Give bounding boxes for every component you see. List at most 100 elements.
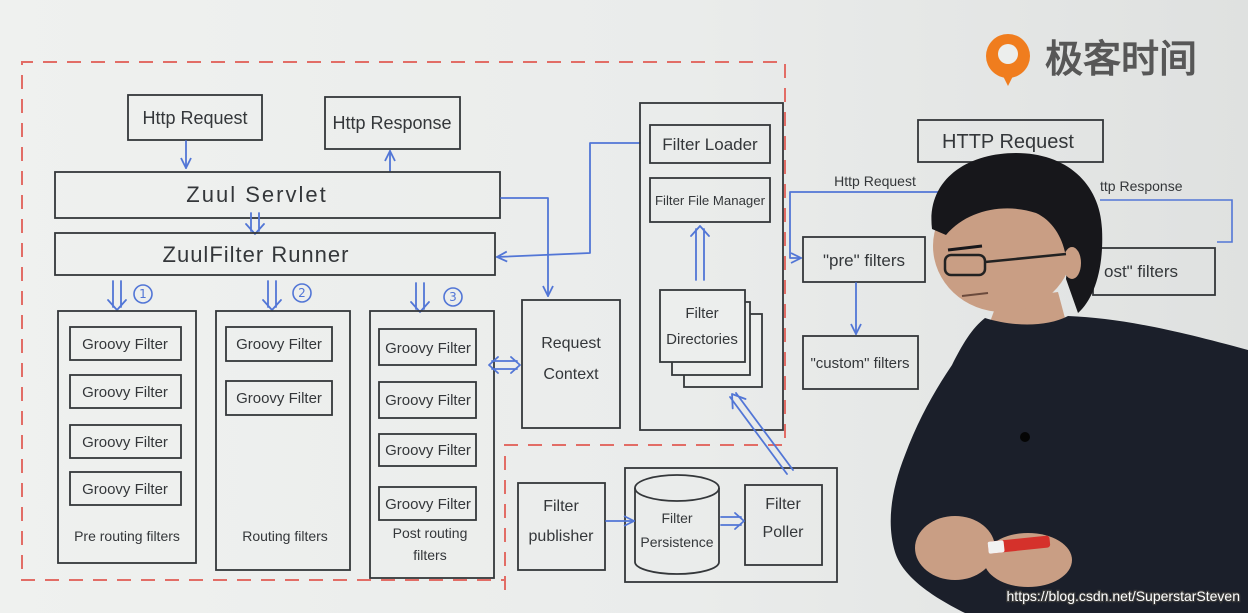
groovy-filter-box xyxy=(378,381,477,419)
filter-directories-label-line-2: Directories xyxy=(666,331,738,348)
groovy-filter-label: Groovy Filter xyxy=(82,384,168,401)
groovy-filter-label: Groovy Filter xyxy=(82,336,168,353)
double-arrow-persistence-to-poller xyxy=(720,512,745,530)
filter-publisher-box xyxy=(517,482,606,571)
http-response-label: Http Response xyxy=(332,113,451,133)
double-arrow-servlet-to-runner xyxy=(245,212,265,235)
request-context-box xyxy=(521,299,621,429)
groovy-filter-label: Groovy Filter xyxy=(236,390,322,407)
step-3-number: 3 xyxy=(449,290,457,304)
custom-filters-box xyxy=(802,335,919,390)
routing-stage: Groovy Filter Groovy Filter Routing filt… xyxy=(215,310,351,571)
http-request-arrow-label: Http Request xyxy=(834,173,916,189)
filter-publisher-label-line-1: Filter xyxy=(543,498,579,515)
presenter-ear xyxy=(1063,247,1081,279)
arrow-servlet-to-context xyxy=(500,197,548,296)
step-2-circle xyxy=(292,283,312,303)
groovy-filter-label: Groovy Filter xyxy=(385,392,471,409)
filter-poller-label-line-1: Filter xyxy=(765,496,801,513)
geektime-logo: 极客时间 xyxy=(986,34,1197,86)
groovy-filter-label: Groovy Filter xyxy=(385,442,471,459)
zuul-servlet-node: Zuul Servlet xyxy=(54,171,501,219)
pre-routing-caption: Pre routing filters xyxy=(74,528,180,544)
presenter-hair xyxy=(931,153,1103,313)
zuul-core-dashed-boundary xyxy=(21,61,786,590)
filter-loader-label: Filter Loader xyxy=(662,135,758,154)
request-lifecycle-diagram: HTTP Request Http Request "pre" filters … xyxy=(789,119,1233,390)
response-loop-line xyxy=(1100,199,1233,243)
source-watermark: https://blog.csdn.net/SuperstarSteven xyxy=(1007,588,1240,604)
request-context-label-line-1: Request xyxy=(541,335,601,352)
step-1-number: 1 xyxy=(139,287,147,301)
http-request-header-label: HTTP Request xyxy=(942,131,1074,153)
filter-poller-box xyxy=(744,484,823,566)
post-routing-caption-line-2: filters xyxy=(413,547,446,563)
double-arrow-step-2 xyxy=(262,280,282,311)
glasses-icon xyxy=(943,253,987,277)
marker-pen-icon xyxy=(987,535,1051,554)
double-arrow-directories-to-manager xyxy=(690,225,710,281)
groovy-filter-label: Groovy Filter xyxy=(82,434,168,451)
filter-persistence-label-line-1: Filter xyxy=(661,510,692,526)
glasses-temple xyxy=(984,252,1067,264)
routing-caption: Routing filters xyxy=(242,528,328,544)
filter-file-manager-label: Filter File Manager xyxy=(655,194,765,208)
step-3-circle xyxy=(443,287,463,307)
step-2-number: 2 xyxy=(298,286,306,300)
groovy-filter-label: Groovy Filter xyxy=(385,496,471,513)
filter-poller-node: Filter Poller xyxy=(744,484,823,566)
filter-loading-container xyxy=(639,102,784,431)
filter-directories-box xyxy=(659,289,746,363)
arrow-request-to-pre-filters xyxy=(789,191,941,258)
double-arrow-step-1 xyxy=(107,280,127,311)
zuulfilter-runner-node: ZuulFilter Runner xyxy=(54,232,496,276)
groovy-filter-box xyxy=(378,328,477,366)
http-request-node: Http Request xyxy=(127,94,263,141)
filter-persistence-node: Filter Persistence xyxy=(634,474,720,575)
groovy-filter-box xyxy=(69,471,182,506)
pre-filters-label: "pre" filters xyxy=(823,251,905,270)
geektime-logo-text: 极客时间 xyxy=(1045,37,1197,81)
filter-persistence-cylinder-top xyxy=(634,474,720,502)
routing-container xyxy=(215,310,351,571)
arrow-loader-to-runner xyxy=(497,142,641,257)
zuulfilter-runner-box xyxy=(54,232,496,276)
filter-publisher-label-line-2: publisher xyxy=(529,528,595,545)
double-arrow-step-3 xyxy=(410,282,430,313)
geektime-logo-icon-tail xyxy=(1000,70,1016,86)
groovy-filter-box xyxy=(69,326,182,361)
lapel-microphone-icon xyxy=(1020,432,1030,442)
groovy-filter-box xyxy=(225,326,333,362)
groovy-filter-label: Groovy Filter xyxy=(236,336,322,353)
groovy-filter-box xyxy=(378,486,477,521)
double-arrow-post-filters-context xyxy=(488,356,521,374)
groovy-filter-box xyxy=(225,380,333,416)
request-context-node: Request Context xyxy=(521,299,621,429)
geektime-logo-icon-hole xyxy=(998,44,1018,64)
filter-loader-box xyxy=(649,124,771,164)
http-response-box xyxy=(324,96,461,150)
presenter-mouth xyxy=(961,292,989,297)
filter-file-manager-box xyxy=(649,177,771,223)
custom-filters-label: "custom" filters xyxy=(810,355,909,372)
marker-pen-cap xyxy=(987,540,1005,554)
presenter-figure xyxy=(890,153,1248,613)
pre-routing-container xyxy=(57,310,197,564)
filter-persistence-cylinder-body xyxy=(634,488,720,575)
http-response-node: Http Response xyxy=(324,96,461,150)
http-request-label: Http Request xyxy=(142,108,247,128)
filter-loading-panel: Filter Loader Filter File Manager Filter… xyxy=(639,102,784,431)
step-1-circle xyxy=(133,284,153,304)
filter-directories-label-line-1: Filter xyxy=(685,305,718,322)
double-arrow-poller-to-directories xyxy=(729,392,794,475)
groovy-filter-box xyxy=(69,424,182,459)
presenter-eyebrow xyxy=(947,244,983,252)
post-routing-stage: Groovy Filter Groovy Filter Groovy Filte… xyxy=(369,310,495,579)
filter-poller-label-line-2: Poller xyxy=(763,524,805,541)
presenter-left-hand xyxy=(915,516,995,580)
post-routing-caption-line-1: Post routing xyxy=(393,525,468,541)
filter-persistence-label-line-2: Persistence xyxy=(640,534,713,550)
post-filters-label: ost" filters xyxy=(1104,262,1178,281)
groovy-filter-box xyxy=(69,374,182,409)
